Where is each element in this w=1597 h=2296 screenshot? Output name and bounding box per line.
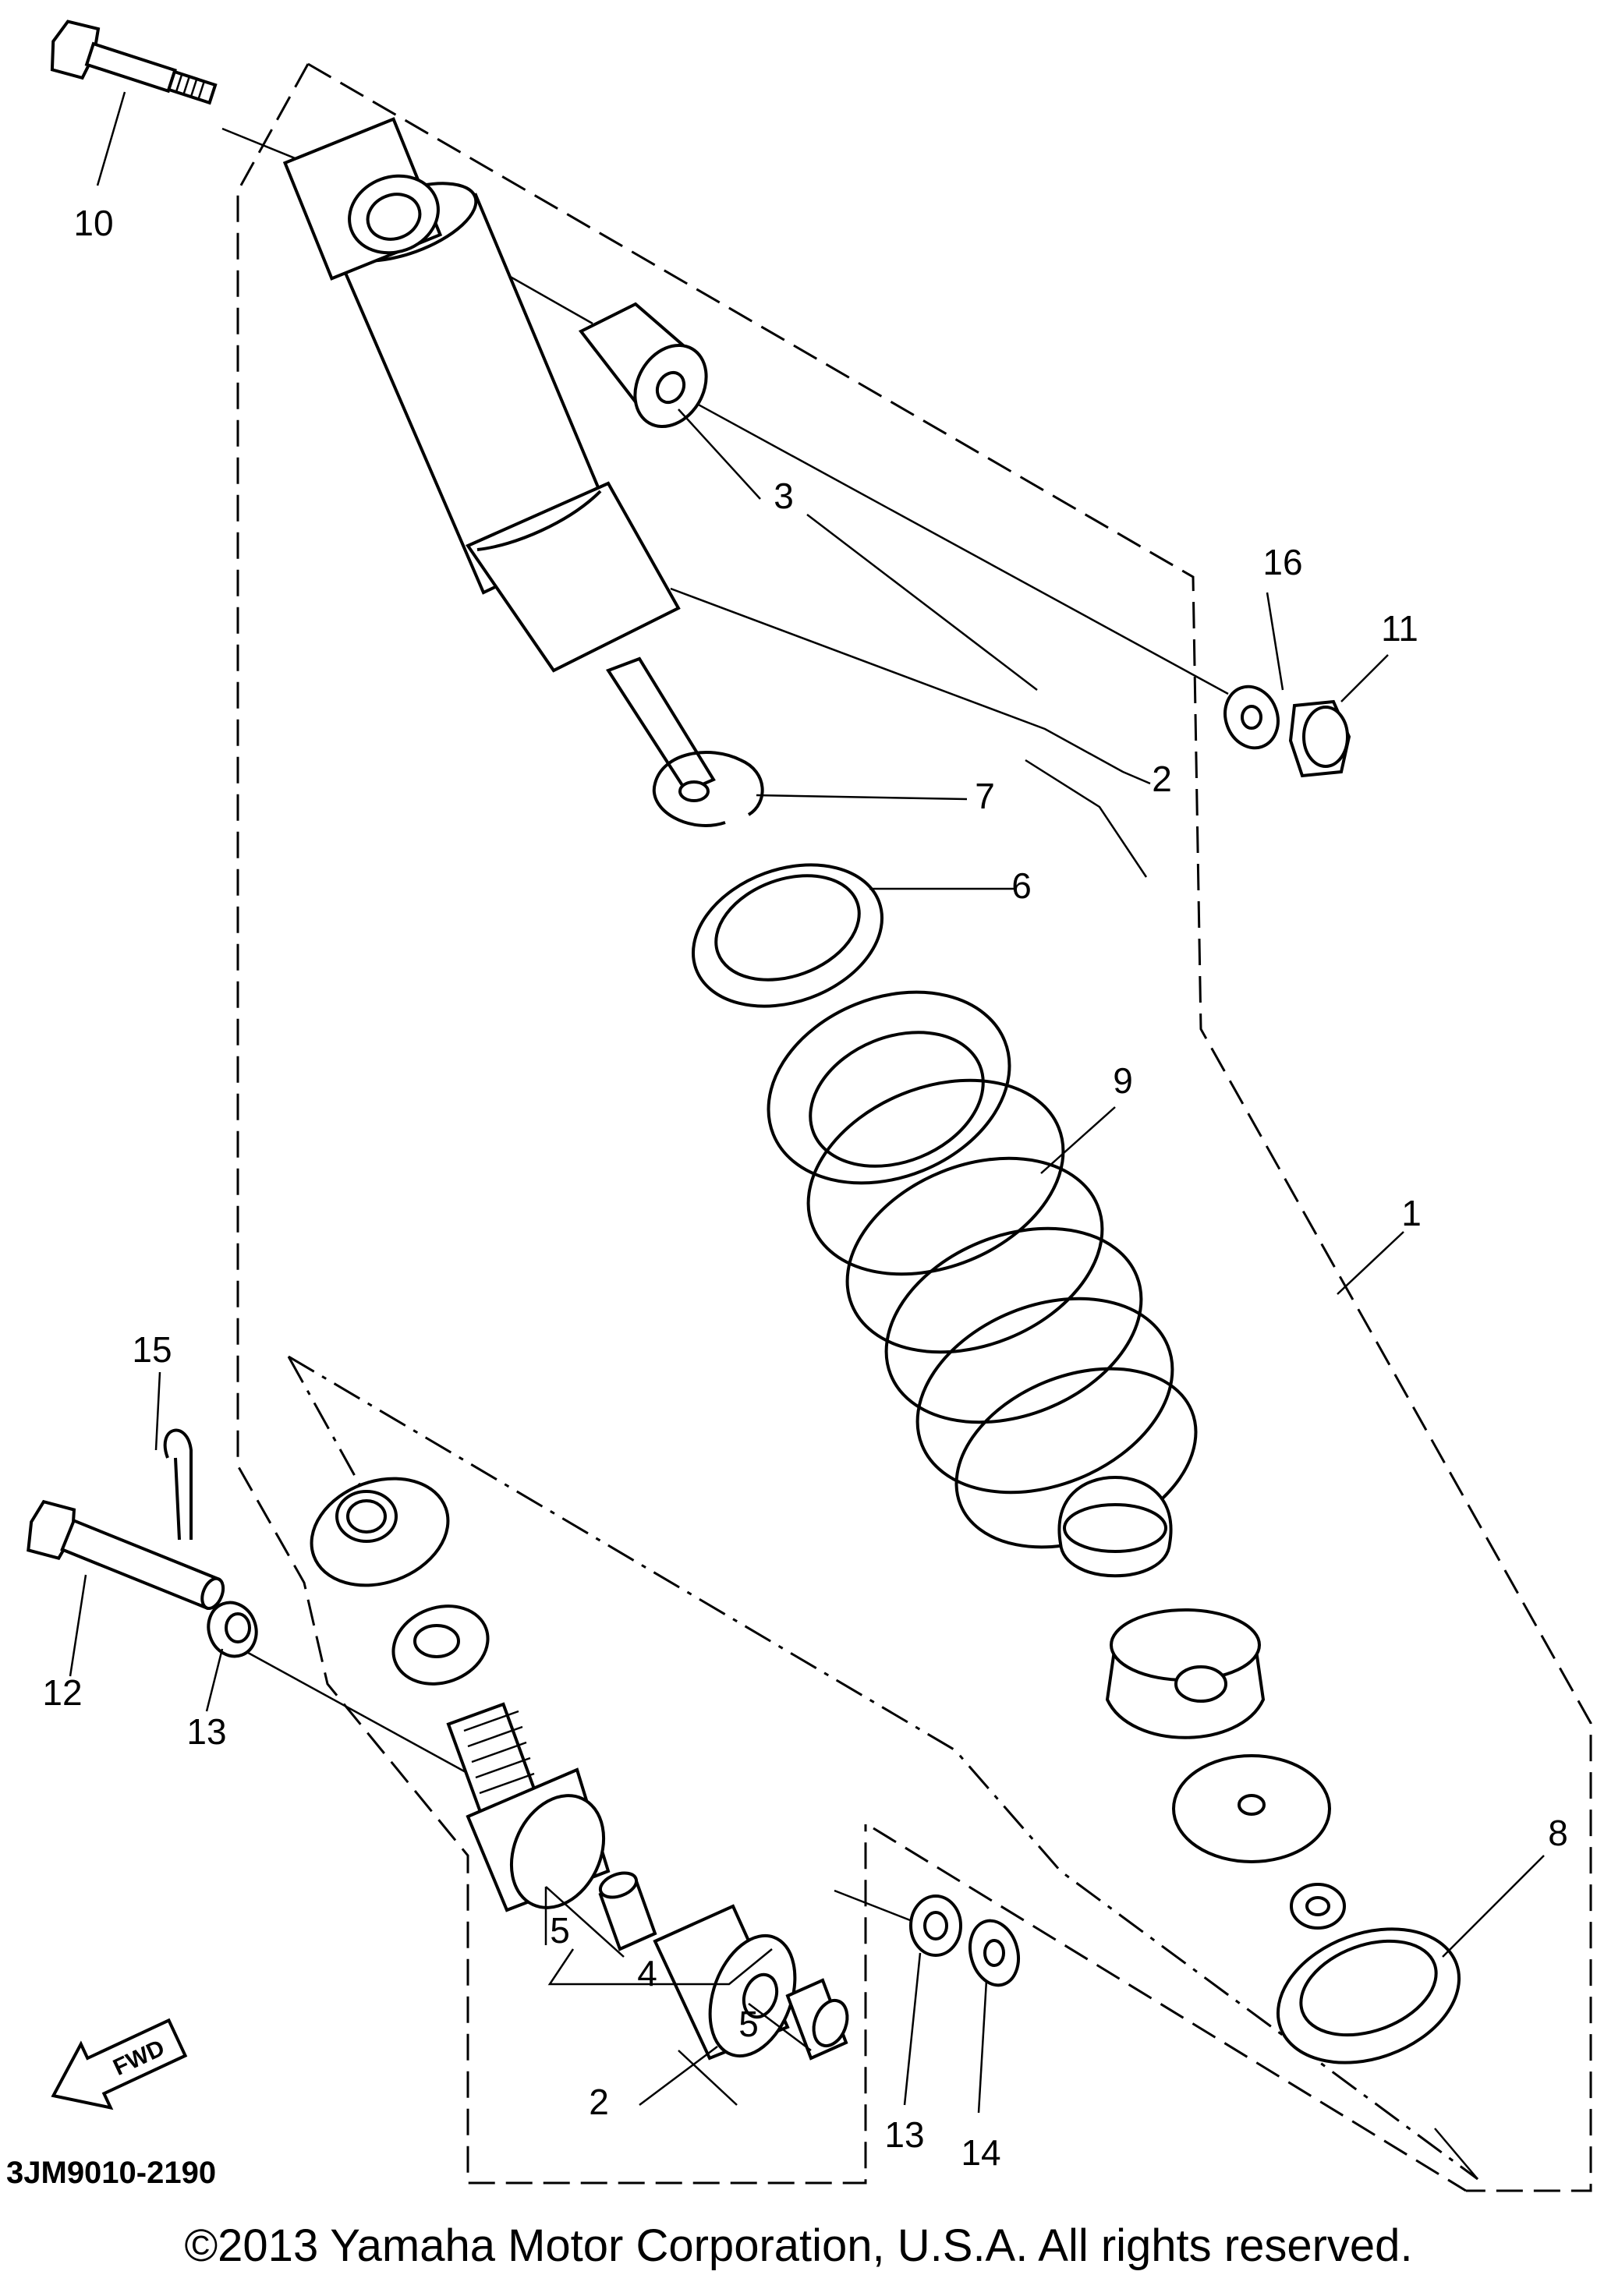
callout-12: 12 xyxy=(42,1672,82,1713)
collar-5-left xyxy=(598,1871,657,1951)
washer-14 xyxy=(968,1919,1020,1987)
washer-plate xyxy=(1172,1754,1331,1863)
callout-4: 4 xyxy=(637,1953,657,1994)
washer-16 xyxy=(1223,685,1280,750)
cover-8 xyxy=(1276,1927,1461,2064)
bolt-12 xyxy=(27,1499,225,1611)
callout-13-right: 13 xyxy=(884,2114,924,2155)
cotter-pin-15 xyxy=(163,1428,193,1541)
callout-2-bottom: 2 xyxy=(589,2082,609,2122)
bushing-3 xyxy=(578,302,708,429)
callout-6: 6 xyxy=(1011,865,1032,906)
copyright-notice: ©2013 Yamaha Motor Corporation, U.S.A. A… xyxy=(184,2220,1412,2271)
diagram-code: 3JM9010-2190 xyxy=(6,2156,216,2190)
shock-absorber-body xyxy=(282,117,716,802)
callout-labels: 10 3 16 11 2 7 6 9 1 15 12 13 8 5 4 5 2 … xyxy=(42,203,1567,2173)
lower-eye-rod-end xyxy=(446,1702,611,1912)
nut-13-left xyxy=(207,1601,258,1658)
callout-5-right: 5 xyxy=(738,2004,759,2044)
nut-11 xyxy=(1288,699,1351,778)
leader-lines xyxy=(69,91,1545,2180)
callout-2-top: 2 xyxy=(1152,759,1172,799)
callout-1: 1 xyxy=(1401,1193,1422,1233)
callout-11: 11 xyxy=(1381,608,1418,649)
callout-5-left: 5 xyxy=(550,1910,570,1951)
bushing-4 xyxy=(653,1904,797,2061)
spring-seat-cup xyxy=(1105,1608,1266,1739)
lower-group-outline-dashdot xyxy=(287,1355,1478,2181)
bolt-10 xyxy=(50,19,218,105)
callout-15: 15 xyxy=(132,1329,172,1370)
callout-9: 9 xyxy=(1113,1060,1133,1101)
lower-washer xyxy=(391,1604,490,1686)
callout-7: 7 xyxy=(975,776,995,816)
callout-3: 3 xyxy=(774,476,794,516)
circlip-7 xyxy=(652,751,764,827)
spring-guide-6 xyxy=(691,863,884,1008)
assembly-outline-dashed xyxy=(236,62,1592,2192)
axis-lines xyxy=(221,127,1229,1927)
callout-13-left: 13 xyxy=(186,1711,226,1752)
lock-washer xyxy=(1290,1883,1346,1930)
callout-14: 14 xyxy=(961,2132,1000,2173)
fwd-arrow-icon: FWD xyxy=(51,2018,188,2110)
collar-5-right xyxy=(785,1978,849,2061)
callout-16: 16 xyxy=(1262,542,1302,582)
spring-9 xyxy=(767,990,1198,1549)
nut-13-right xyxy=(909,1894,962,1957)
bump-stop xyxy=(1057,1475,1173,1578)
callout-8: 8 xyxy=(1548,1813,1568,1853)
callout-10: 10 xyxy=(73,203,113,243)
lower-nut-collar xyxy=(310,1477,450,1587)
